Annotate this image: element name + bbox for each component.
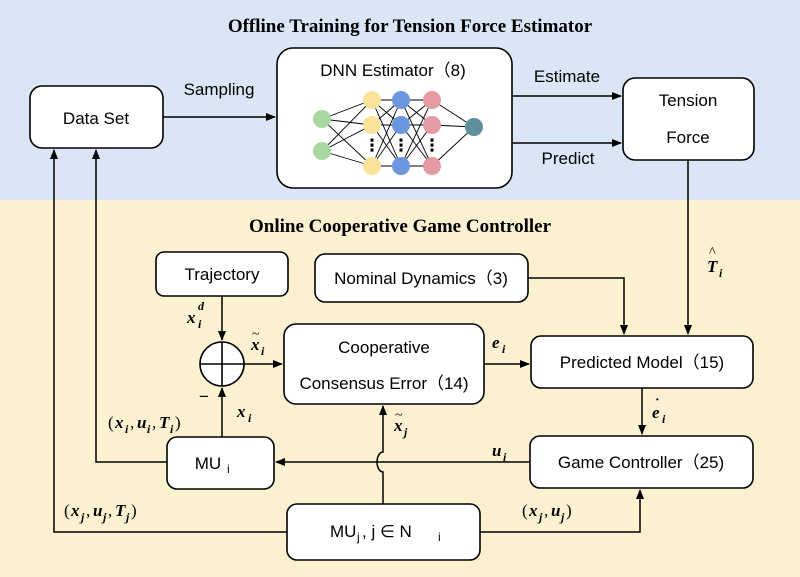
svg-text:i: i <box>438 530 441 544</box>
svg-text:i: i <box>147 422 151 436</box>
summing-junction <box>199 341 245 387</box>
svg-text:j: j <box>79 510 85 524</box>
svg-text:x: x <box>70 501 80 520</box>
nn-dots-blue: ⋮ <box>393 136 410 155</box>
T-hat-label: T ^ i <box>707 245 723 280</box>
svg-text:x: x <box>528 501 538 520</box>
x-d-label: x i d <box>186 299 205 331</box>
minus-sign: − <box>199 387 209 406</box>
u-i-label: u i <box>492 441 507 464</box>
svg-text:(: ( <box>522 501 528 520</box>
svg-text:x: x <box>393 416 403 435</box>
dnn-estimator-box <box>276 47 513 189</box>
estimate-label: Estimate <box>534 67 600 86</box>
svg-text:,: , <box>130 413 134 432</box>
svg-text:j: j <box>559 510 565 524</box>
svg-text:x: x <box>236 402 246 421</box>
svg-text:T: T <box>115 501 126 520</box>
svg-text:, j ∈ N: , j ∈ N <box>362 522 412 541</box>
sampling-label: Sampling <box>184 80 255 99</box>
svg-text:MU: MU <box>195 454 221 473</box>
svg-text:j: j <box>101 510 107 524</box>
svg-text:,: , <box>108 501 112 520</box>
x-tilde-j-label: x ~ j <box>393 408 408 439</box>
tension-force-line1: Tension <box>659 91 718 110</box>
svg-text:·: · <box>655 393 660 408</box>
svg-text:i: i <box>261 344 265 358</box>
svg-text:): ) <box>566 501 572 520</box>
svg-text:x: x <box>186 308 196 327</box>
svg-text:(: ( <box>108 413 114 432</box>
muj-to-controller-arrow <box>480 489 644 533</box>
nn-dots-pink: ⋮ <box>424 136 441 155</box>
e-dot-label: e · i <box>652 393 666 426</box>
svg-text:^: ^ <box>709 245 716 260</box>
svg-text:~: ~ <box>252 327 260 342</box>
svg-text:j: j <box>402 425 408 439</box>
svg-text:j: j <box>356 530 360 544</box>
muj-to-coop-arrow <box>376 405 387 504</box>
svg-text:i: i <box>503 450 507 464</box>
svg-text:,: , <box>544 501 548 520</box>
svg-text:T: T <box>707 257 718 276</box>
tension-force-line2: Force <box>666 128 709 147</box>
mui-to-dataset-arrow <box>92 149 167 463</box>
svg-text:MU: MU <box>330 522 356 541</box>
svg-text:u: u <box>551 501 560 520</box>
svg-text:i: i <box>662 412 666 426</box>
svg-text:,: , <box>152 413 156 432</box>
svg-text:u: u <box>492 441 501 460</box>
svg-text:x: x <box>114 413 124 432</box>
svg-text:i: i <box>170 422 174 436</box>
svg-text:i: i <box>502 342 506 356</box>
svg-text:j: j <box>537 510 543 524</box>
svg-text:u: u <box>137 413 146 432</box>
nominal-dynamics-label: Nominal Dynamics（3) <box>334 269 508 288</box>
svg-text:i: i <box>227 462 230 476</box>
svg-text:): ) <box>175 413 181 432</box>
svg-text:(: ( <box>64 501 70 520</box>
svg-text:i: i <box>198 317 202 331</box>
dnn-estimator-label: DNN Estimator（8) <box>320 61 465 80</box>
mu-j-label: MU j , j ∈ N i <box>330 522 441 544</box>
online-title: Online Cooperative Game Controller <box>249 216 552 237</box>
predicted-model-label: Predicted Model（15) <box>560 353 724 372</box>
data-set-label: Data Set <box>63 109 129 128</box>
svg-text:u: u <box>93 501 102 520</box>
svg-text:i: i <box>248 411 252 425</box>
cooperative-error-line1: Cooperative <box>338 338 430 357</box>
tuple-i-label: ( x i , u i , T i ) <box>108 413 181 436</box>
svg-text:i: i <box>719 266 723 280</box>
muj-to-dataset-arrow <box>50 149 287 533</box>
tuple-j-label: ( x j , u j , T j ) <box>64 501 137 524</box>
svg-text:,: , <box>86 501 90 520</box>
cooperative-error-line2: Consensus Error（14) <box>299 374 468 393</box>
neural-network-nodes <box>313 91 483 175</box>
mu-i-label: MU i <box>195 454 230 476</box>
svg-text:e: e <box>652 403 660 422</box>
x-i-label: x i <box>236 402 252 425</box>
nn-dots-yellow: ⋮ <box>364 136 381 155</box>
svg-text:x: x <box>250 335 260 354</box>
svg-text:i: i <box>125 422 129 436</box>
x-tilde-i-label: x ~ i <box>250 327 265 358</box>
svg-text:e: e <box>492 333 500 352</box>
svg-text:): ) <box>131 501 137 520</box>
svg-text:d: d <box>198 299 205 313</box>
svg-text:T: T <box>159 413 170 432</box>
nominal-to-model-arrow <box>528 277 628 335</box>
game-controller-label: Game Controller（25) <box>558 453 724 472</box>
svg-text:~: ~ <box>395 408 403 423</box>
trajectory-label: Trajectory <box>185 265 260 284</box>
offline-title: Offline Training for Tension Force Estim… <box>228 16 593 37</box>
mu-i-box <box>166 436 275 490</box>
svg-text:j: j <box>124 510 130 524</box>
pair-j-label: ( x j , u j ) <box>522 501 572 524</box>
predict-label: Predict <box>542 149 595 168</box>
e-i-label: e i <box>492 333 506 356</box>
